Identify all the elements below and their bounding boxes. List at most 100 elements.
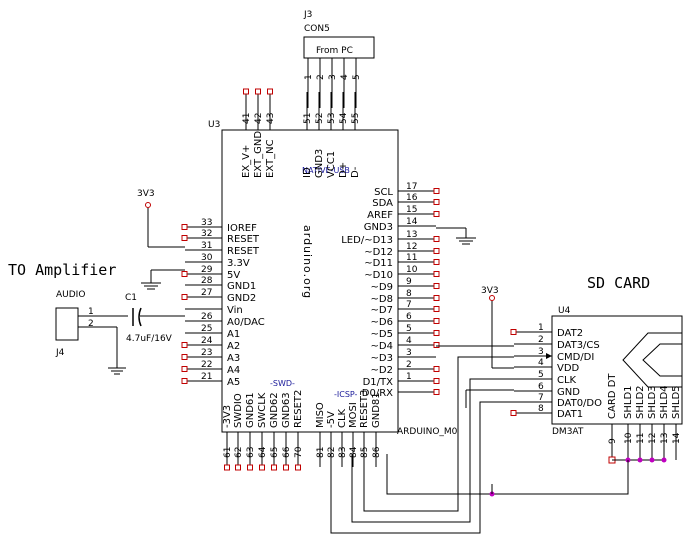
- u3-right-pin-terminal: [433, 259, 440, 265]
- u3-right-pin-name: LED/~D13: [341, 235, 393, 246]
- u3-bottom-pin-number: 61: [223, 447, 233, 458]
- u3-bottom-pin-name: GND61: [245, 392, 256, 428]
- u3-right-pin-name: D1/TX: [363, 377, 394, 388]
- u3-right-pin-terminal: [433, 378, 440, 384]
- u3-left-pin-number: 21: [201, 372, 212, 382]
- u3-bottom-pin-name: SWCLK: [257, 392, 268, 428]
- ground-sd: [465, 389, 514, 408]
- u3-right-pin-terminal: [433, 342, 440, 348]
- u3-bottom-pin-name: MOSI: [348, 402, 359, 428]
- u3-right-pin-name: ~D7: [371, 305, 393, 316]
- u3-bottom-pin-number: 70: [294, 446, 304, 458]
- u3-bottom-pin-number: 84: [349, 446, 359, 458]
- u3-top-pin-number: 43: [266, 113, 276, 124]
- sd-left-pin-number: 4: [538, 358, 544, 368]
- u3-left-pin-number: 33: [201, 218, 212, 228]
- sd-left-pin-terminal: [510, 410, 517, 416]
- u3-bottom-pin-terminal: [235, 464, 241, 471]
- u3-right-pin-name: ~D8: [371, 294, 393, 305]
- sd-bottom-pin-name: SHLD2: [635, 385, 646, 419]
- u3-top-pin-name: D+: [338, 162, 349, 178]
- amplifier-j4: TO Amplifier AUDIO J4 1 2: [8, 261, 128, 375]
- sd-bottom-pin-name: SHLD4: [659, 385, 670, 419]
- u3-top-pin-number: 52: [315, 113, 325, 124]
- u3-left-pin-number: 30: [201, 253, 213, 263]
- u3-right-pin-number: 4: [406, 336, 412, 346]
- capacitor-c1: C1 4.7uF/16V: [125, 293, 185, 344]
- u3-right-pin-terminal: [433, 188, 440, 194]
- u3-left-pin-name: A5: [227, 377, 240, 388]
- u3-body: [221, 129, 399, 433]
- u3-left-pin-number: 22: [201, 360, 212, 370]
- u3-right-pin-number: 2: [406, 360, 412, 370]
- u3-right-pin-number: 11: [406, 253, 417, 263]
- sd-left-pin-name: GND: [557, 387, 580, 398]
- sd-bottom-pin-number: 12: [648, 433, 658, 444]
- sd-left-pin-name: DAT0/DO: [557, 398, 602, 409]
- u3-right-pin-name: SDA: [372, 198, 393, 209]
- amp-title: TO Amplifier: [8, 261, 116, 279]
- arduino-u3: U3 arduino.org NATIVE-USB -SWD- -ICSP- A…: [181, 88, 458, 471]
- u3-right-pin-number: 15: [406, 205, 417, 215]
- u3-bottom-pin-number: 82: [327, 447, 337, 458]
- j3-part: CON5: [304, 24, 330, 34]
- u3-left-pin-terminal: [181, 354, 188, 360]
- u3-left-pin-name: GND1: [227, 281, 256, 292]
- sd-left-pin-terminal: [510, 329, 517, 335]
- u3-left-pin-number: 31: [201, 241, 212, 251]
- u3-top-pin-terminal: [243, 88, 249, 95]
- c1-value: 4.7uF/16V: [126, 334, 173, 344]
- sd-bottom-pin-name: SHLD1: [623, 385, 634, 419]
- u3-right-pin-name: ~D10: [364, 270, 393, 281]
- sd-left-pin-name: CLK: [557, 375, 577, 386]
- u3-right-pin-name: ~D2: [371, 365, 393, 376]
- u3-right-pin-terminal: [433, 199, 440, 205]
- sd-left-pin-number: 6: [538, 382, 544, 392]
- u3-left-pin-number: 23: [201, 348, 212, 358]
- u3-right-pin-name: GND3: [364, 222, 393, 233]
- u3-top-pin-name: VCC1: [326, 151, 337, 178]
- u3-left-pin-number: 24: [201, 336, 213, 346]
- sd-left-pin-name: VDD: [557, 363, 580, 374]
- u3-left-pin-name: A4: [227, 365, 240, 376]
- u3-left-pin-name: Vin: [227, 305, 243, 316]
- shield-junction-dot: [637, 457, 643, 463]
- u3-bottom-pin-number: 83: [338, 447, 348, 458]
- u3-bottom-pin-terminal: [224, 464, 230, 471]
- sd-title: SD CARD: [587, 274, 650, 292]
- u3-bottom-pin-name: RESET2: [293, 390, 304, 428]
- u3-right-pin-number: 13: [406, 230, 417, 240]
- u3-left-pin-terminal: [181, 235, 188, 241]
- u3-left-pin-name: RESET: [227, 234, 260, 245]
- u3-left-pin-name: 5V: [227, 270, 240, 281]
- j4-pin2: 2: [88, 319, 94, 329]
- u3-right-pin-number: 6: [406, 312, 412, 322]
- u3-left-pin-terminal: [181, 366, 188, 372]
- u3-right-pin-terminal: [433, 271, 440, 277]
- u3-right-pin-number: 1: [406, 372, 412, 382]
- u3-right-pin-name: ~D6: [371, 317, 393, 328]
- u3-right-pin-terminal: [433, 295, 440, 301]
- sd-left-pin-name: DAT1: [557, 409, 583, 420]
- u3-right-pin-name: SCL: [374, 187, 393, 198]
- power-left-label: 3V3: [137, 189, 155, 199]
- u3-right-pin-number: 10: [406, 265, 418, 275]
- ground-left: [141, 269, 185, 290]
- u3-right-pin-terminal: [433, 211, 440, 217]
- u3-right-pin-terminal: [433, 283, 440, 289]
- u3-left-pin-name: A2: [227, 341, 240, 352]
- u3-top-pin-number: 41: [242, 113, 252, 124]
- j3-body: [303, 36, 375, 59]
- u3-bottom-pin-number: 64: [258, 446, 268, 458]
- u3-top-pin-name: GND3: [314, 149, 325, 178]
- u3-right-pin-name: ~D3: [371, 353, 393, 364]
- u3-top-pin-name: EXT_GND: [253, 131, 264, 178]
- power-3v3-left: 3V3: [137, 189, 185, 248]
- j4-pin1: 1: [88, 307, 94, 317]
- u3-right-pin-number: 5: [406, 324, 412, 334]
- u3-left-pin-number: 27: [201, 288, 212, 298]
